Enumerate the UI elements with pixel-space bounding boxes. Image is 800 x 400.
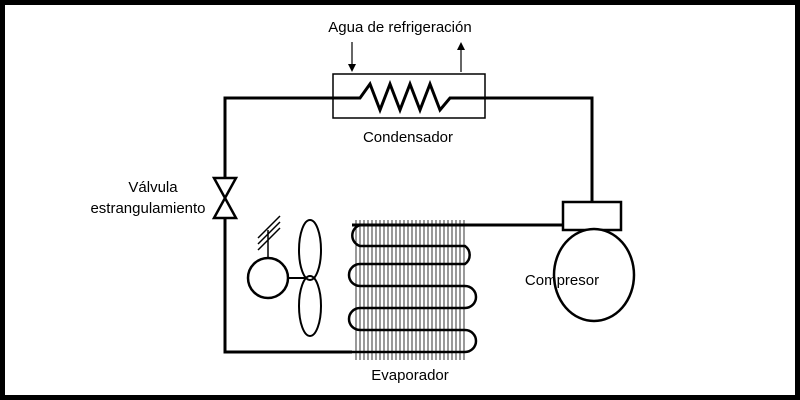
- condenser-box: [332, 73, 486, 119]
- refrigerant-circuit: [223, 96, 594, 354]
- compressor-label: Compresor: [525, 272, 599, 289]
- pipe-bottom-left: [223, 218, 352, 354]
- evaporator-label: Evaporador: [371, 367, 449, 384]
- valve-label-line1: Válvula: [128, 179, 178, 196]
- condenser-coil: [333, 79, 485, 115]
- fan-motor-icon: [246, 215, 322, 337]
- compressor-body: [552, 227, 636, 323]
- compressor-head: [561, 200, 623, 232]
- diagram-canvas: Agua de refrigeración Condensador Válvul…: [5, 5, 795, 395]
- cooling-water-label: Agua de refrigeración: [328, 19, 471, 36]
- pipe-top-left: [223, 96, 333, 178]
- condenser: [332, 42, 486, 119]
- compressor: [552, 200, 636, 323]
- water-inlet-arrow-icon: [348, 64, 356, 72]
- throttling-valve-icon: [211, 176, 239, 220]
- evaporator: [347, 220, 478, 360]
- water-outlet-arrow-icon: [457, 42, 465, 50]
- refrigeration-cycle-diagram: Agua de refrigeración Condensador Válvul…: [90, 19, 636, 384]
- fan-blade-bottom: [298, 275, 322, 337]
- motor-circle: [246, 256, 290, 300]
- pipe-top-right: [485, 96, 594, 202]
- valve-label-line2: estrangulamiento: [90, 200, 205, 217]
- condenser-label: Condensador: [363, 129, 453, 146]
- evaporator-fins: [355, 220, 465, 360]
- fan-blade-top: [298, 219, 322, 281]
- evaporator-coil: [347, 223, 478, 354]
